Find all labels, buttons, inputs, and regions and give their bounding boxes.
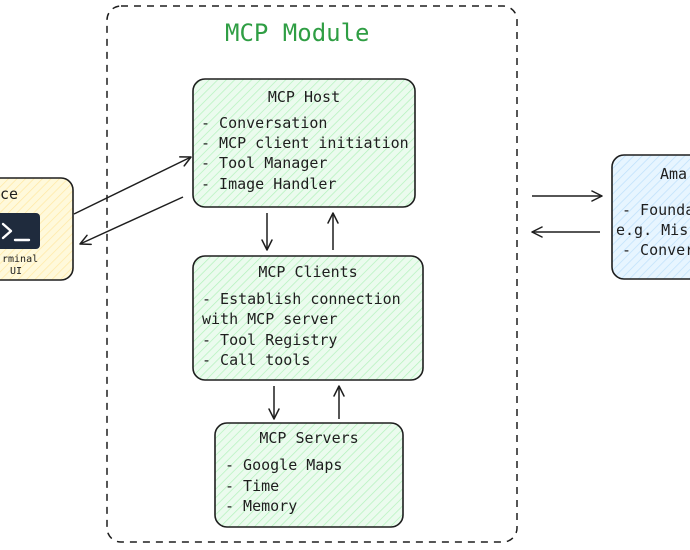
terminal-icon: [0, 213, 40, 249]
arrow-host-to-interface: [79, 196, 184, 246]
servers-item: - Google Maps: [225, 456, 343, 474]
module-title: MCP Module: [225, 19, 370, 47]
servers-item: - Memory: [225, 497, 298, 515]
clients-item: - Call tools: [202, 351, 311, 369]
clients-item: - Tool Registry: [202, 331, 338, 349]
host-title: MCP Host: [267, 88, 341, 106]
clients-title: MCP Clients: [258, 263, 358, 281]
left-box-caption-line1: rminal: [2, 254, 39, 265]
mcp-servers-box: [214, 422, 404, 528]
module-container: [106, 5, 518, 543]
host-item: - Image Handler: [201, 175, 337, 193]
host-item: - Conversation: [201, 114, 328, 132]
host-item: - Tool Manager: [201, 154, 328, 172]
right-box-item: e.g. Mis: [616, 221, 689, 239]
left-box-title: ce: [0, 185, 19, 203]
servers-item: - Time: [225, 477, 280, 495]
clients-item: - Establish connection: [202, 290, 401, 308]
right-provider-box: [611, 154, 690, 280]
left-box-caption-line2: UI: [10, 266, 23, 277]
arrow-interface-to-host: [73, 156, 192, 215]
host-item: - MCP client initiation: [201, 134, 409, 152]
servers-title: MCP Servers: [259, 429, 359, 447]
mcp-host-box: [192, 78, 416, 208]
mcp-clients-box: [192, 255, 424, 381]
terminal-prompt-icon: [1, 222, 31, 242]
clients-item: with MCP server: [202, 310, 338, 328]
right-box-title: Ama: [660, 165, 688, 183]
right-box-item: - Founda: [622, 201, 690, 219]
right-box-item: - Conver: [622, 241, 690, 259]
